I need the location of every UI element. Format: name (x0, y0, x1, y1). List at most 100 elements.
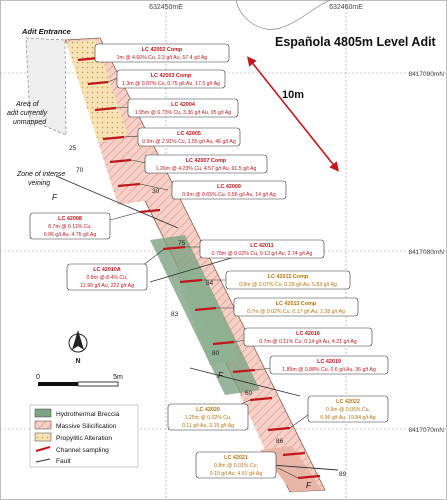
legend-label-propylitic: Propylitic Alteration (56, 435, 112, 442)
sample-box-42016: LC 42016 0.7m @ 0.11% Cu, 0.14 g/t Au, 4… (243, 327, 373, 347)
map-title: Española 4805m Level Adit (275, 35, 437, 49)
scale-arrow (247, 56, 339, 172)
sample-id: LC 42007 Comp (186, 158, 227, 164)
sample-id: LC 42004 (171, 102, 195, 108)
dip-9: 86 (276, 438, 284, 445)
sample-id: LC 42020 (196, 407, 220, 413)
north-arrow-label: N (75, 358, 80, 365)
sample-id: LC 42022 (336, 399, 360, 405)
dip-4: 75 (178, 240, 186, 247)
sample-id: LC 42021 (224, 455, 248, 461)
adit-entrance-label: Adit Entrance (21, 27, 71, 36)
sample-assay: 0.9m @ 0.65% Cu, 0.56 g/t Au, 14 g/t Ag (182, 192, 276, 198)
legend-swatch-fault (35, 458, 51, 463)
sample-box-42002: LC 42002 Comp 1m @ 4.60% Cu, 2.3 g/t Au,… (94, 43, 230, 63)
sample-box-42008: LC 42008 0.7m @ 0.11% Cu, 0.06 g/t Au, 4… (29, 212, 111, 240)
sample-box-42021: LC 42021 0.8m @ 0.01% Cu, 0.19 g/t Au, 4… (195, 451, 277, 479)
sample-id: LC 42009 (217, 184, 241, 190)
unmapped-label-2: adit currently (7, 110, 48, 117)
legend-label-silicification: Massive Silicification (56, 423, 117, 430)
sample-assay: 1.85m @ 0.88% Cu, 0.6 g/t Au, 36 g/t Ag (282, 367, 376, 373)
north-arrow-icon: N (68, 330, 88, 365)
sample-assay-2: 0.96 g/t Au, 19.84 g/t Ag (320, 415, 375, 421)
sample-box-42004: LC 42004 1.95m @ 6.73% Cu, 3.36 g/t Au, … (127, 98, 239, 118)
intense-veining-label-2: veining (28, 180, 50, 187)
dip-3: 30 (152, 188, 160, 195)
legend-label-breccia: Hydrothermal Breccia (56, 411, 120, 418)
legend-swatch-breccia (34, 408, 52, 418)
grid-label-north-2: 8417080mN (409, 249, 445, 256)
sample-assay: 1.25m @ 0.02% Cu, (185, 415, 232, 421)
sample-assay: 0.7m @ 0.11% Cu, 0.14 g/t Au, 4.21 g/t A… (259, 339, 357, 345)
legend-label-channel: Channel sampling (56, 447, 109, 454)
sample-assay: 1.26m @ 4.23% Cu, 4.57 g/t Au, 91.5 g/t … (156, 166, 257, 172)
grid-label-north-1: 8417090mN (409, 71, 445, 78)
channel-samples (77, 56, 321, 480)
sample-box-42003: LC 42003 Comp 1.3m @ 0.87% Cu, 0.75 g/t … (116, 69, 226, 89)
terrain-contour (235, 0, 331, 30)
scale-bar-end: 5m (113, 374, 123, 381)
sample-id: LC 42010A (93, 267, 121, 273)
legend-swatch-propylitic (34, 432, 52, 442)
sample-box-42012: LC 42012 Comp 0.8m @ 0.07% Cu, 0.29 g/t … (225, 270, 351, 290)
sample-assay-2: 0.06 g/t Au, 4.75 g/t Ag (44, 232, 97, 238)
sample-id: LC 42003 Comp (151, 73, 192, 79)
sample-assay-2: 0.11 g/t Au, 3.15 g/t Ag (182, 423, 234, 429)
sample-id: LC 42011 (250, 243, 273, 249)
sample-assay: 0.9m @ 2.91% Cu, 1.55 g/t Au, 46 g/t Ag (142, 139, 236, 145)
dip-0: 25 (69, 145, 77, 152)
sample-id: LC 42013 Comp (276, 301, 317, 307)
sample-box-42009: LC 42009 0.9m @ 0.65% Cu, 0.56 g/t Au, 1… (171, 180, 287, 200)
sample-assay: 1.3m @ 0.87% Cu, 0.75 g/t Au, 17.5 g/t A… (122, 81, 220, 87)
fault-label-2: F (218, 371, 224, 380)
scale-bar: 0 5m (36, 374, 123, 387)
dip-10: 89 (339, 471, 347, 478)
sample-assay: 0.8m @ 8.4% Cu, (86, 275, 127, 281)
sample-assay: 1m @ 4.60% Cu, 2.3 g/t Au, 57.4 g/t Ag (117, 55, 208, 61)
sample-assay-2: 0.19 g/t Au, 4.91 g/t Ag (210, 471, 263, 477)
fault-label-3: F (306, 481, 312, 490)
legend-swatch-silicification (34, 420, 52, 430)
sample-box-42022: LC 42022 0.9m @ 0.05% Cu, 0.96 g/t Au, 1… (307, 395, 389, 423)
sample-assay: 1.95m @ 6.73% Cu, 3.36 g/t Au, 95 g/t Ag (135, 110, 232, 116)
sample-assay: 0.7m @ 0.11% Cu, (48, 224, 92, 230)
dip-2: 70 (76, 167, 84, 174)
sample-box-42020: LC 42020 1.25m @ 0.02% Cu, 0.11 g/t Au, … (167, 403, 249, 431)
sample-id: LC 42019 (317, 359, 341, 365)
sample-box-42007: LC 42007 Comp 1.26m @ 4.23% Cu, 4.57 g/t… (144, 154, 268, 174)
sample-assay: 0.75m @ 0.02% Cu, 0.13 g/t Au, 2.74 g/t … (212, 251, 313, 257)
dip-6: 84 (206, 280, 214, 287)
intense-veining-label-1: Zone of intense (16, 171, 65, 178)
legend: Hydrothermal Breccia Massive Silicificat… (29, 404, 139, 468)
sample-id: LC 42012 Comp (268, 274, 309, 280)
sample-box-42013: LC 42013 Comp 0.7m @ 0.02% Cu, 0.17 g/t … (233, 297, 359, 317)
sample-assay: 0.7m @ 0.02% Cu, 0.17 g/t Au, 2.38 g/t A… (247, 309, 345, 315)
scale-bar-zero: 0 (36, 374, 40, 381)
sample-box-42010a: LC 42010A 0.8m @ 8.4% Cu, 12.99 g/t Au, … (66, 263, 148, 291)
unmapped-label-1: Area of (15, 101, 40, 108)
unmapped-label-3: unmapped (13, 119, 47, 126)
dip-5: 83 (171, 311, 179, 318)
grid-label-east-2: 632460mE (329, 4, 363, 11)
sample-id: LC 42002 Comp (142, 47, 183, 53)
sample-id: LC 42008 (58, 216, 82, 222)
legend-label-fault: Fault (56, 458, 71, 465)
adit-corridor (64, 37, 326, 493)
legend-swatch-channel (35, 445, 51, 453)
fault-label-1: F (52, 193, 58, 202)
sample-box-42019: LC 42019 1.85m @ 0.88% Cu, 0.6 g/t Au, 3… (269, 355, 389, 375)
sample-box-42005: LC 42005 0.9m @ 2.91% Cu, 1.55 g/t Au, 4… (137, 127, 241, 147)
dip-7: 80 (212, 350, 220, 357)
grid-label-east-1: 632450mE (149, 4, 183, 11)
sample-id: LC 42016 (296, 331, 320, 337)
sample-id: LC 42005 (177, 131, 201, 137)
dip-8: 60 (245, 390, 253, 397)
sample-box-42011: LC 42011 0.75m @ 0.02% Cu, 0.13 g/t Au, … (199, 239, 325, 259)
scale-arrow-label: 10m (282, 89, 304, 101)
grid-label-north-3: 8417070mN (409, 427, 445, 434)
unmapped-area (25, 37, 67, 136)
sample-assay: 0.9m @ 0.05% Cu, (326, 407, 370, 413)
